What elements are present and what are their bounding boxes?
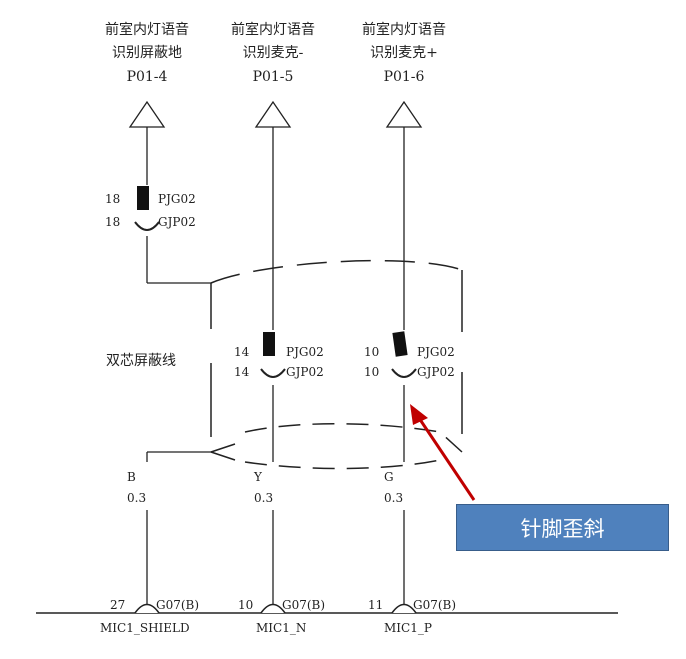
bottom-connector-shield: 27 G07(B) MIC1_SHIELD (100, 598, 199, 635)
connector-10-plug-icon (392, 331, 408, 357)
connector-18-pin-lower: 18 (105, 215, 120, 229)
bottom-connector-mic-plus-pin: 11 (368, 598, 383, 612)
shield-cable-label: 双芯屏蔽线 (106, 353, 176, 369)
wire-shield-gauge: 0.3 (127, 491, 146, 505)
callout-arrow-head-icon (410, 404, 428, 425)
wire-mic-minus-color: Y (253, 470, 263, 484)
connector-10-pin-upper: 10 (364, 345, 379, 359)
connector-14-pin-upper: 14 (234, 345, 250, 359)
signal-label-mic-minus-line1: 前室内灯语音 (231, 21, 315, 38)
bottom-connector-shield-pin: 27 (110, 598, 125, 612)
bottom-connector-mic-plus: 11 G07(B) MIC1_P (368, 598, 456, 635)
connector-14-socket-icon (260, 368, 286, 378)
callout-arrow (410, 404, 476, 501)
bottom-connector-shield-socket-icon (134, 603, 160, 614)
connector-18: 18 18 PJG02 GJP02 (105, 186, 196, 231)
connector-10: 10 10 PJG02 GJP02 (364, 331, 455, 379)
signal-label-mic-plus: 前室内灯语音 识别麦克+ P01-6 (362, 21, 446, 85)
signal-label-shield-code: P01-4 (127, 69, 168, 85)
bottom-connector-mic-plus-socket-icon (391, 603, 417, 614)
connector-18-upper-code: PJG02 (158, 192, 196, 206)
connector-18-pin-upper: 18 (105, 192, 120, 206)
bottom-connector-mic-minus-code: G07(B) (282, 598, 325, 612)
bottom-connector-shield-name: MIC1_SHIELD (100, 621, 190, 635)
connector-14: 14 14 PJG02 GJP02 (234, 332, 324, 379)
wire-shield-color: B (127, 470, 136, 484)
wire-mic-plus-gauge: 0.3 (384, 491, 403, 505)
signal-label-mic-minus: 前室内灯语音 识别麦克- P01-5 (231, 21, 315, 85)
signal-label-mic-plus-line1: 前室内灯语音 (362, 21, 446, 38)
signal-label-shield: 前室内灯语音 识别屏蔽地 P01-4 (105, 21, 189, 85)
bottom-connector-mic-minus-name: MIC1_N (256, 621, 306, 635)
arrow-head-mic-minus (254, 100, 292, 128)
wire-shield (146, 127, 211, 605)
bottom-connector-mic-minus: 10 G07(B) MIC1_N (238, 598, 325, 635)
arrow-head-shield (128, 100, 166, 128)
arrow-head-mic-plus (385, 100, 423, 128)
callout-box: 针脚歪斜 (456, 504, 669, 551)
signal-label-shield-line1: 前室内灯语音 (105, 21, 189, 38)
signal-label-mic-plus-line2: 识别麦克+ (370, 45, 438, 61)
signal-label-mic-minus-code: P01-5 (253, 69, 294, 85)
wire-mic-plus-color: G (384, 470, 394, 484)
signal-label-shield-line2: 识别屏蔽地 (112, 45, 182, 61)
signal-label-mic-plus-code: P01-6 (384, 69, 425, 85)
connector-18-lower-code: GJP02 (158, 215, 196, 229)
connector-14-plug-icon (263, 332, 275, 356)
bottom-connector-mic-plus-code: G07(B) (413, 598, 456, 612)
connector-14-upper-code: PJG02 (286, 345, 324, 359)
connector-14-lower-code: GJP02 (286, 365, 324, 379)
connector-10-upper-code: PJG02 (417, 345, 455, 359)
bottom-connector-shield-code: G07(B) (156, 598, 199, 612)
connector-10-pin-lower: 10 (364, 365, 379, 379)
connector-10-socket-icon (391, 368, 417, 378)
connector-18-plug-icon (137, 186, 149, 210)
bottom-connector-mic-minus-socket-icon (260, 603, 286, 614)
bottom-connector-mic-plus-name: MIC1_P (384, 621, 432, 635)
connector-10-lower-code: GJP02 (417, 365, 455, 379)
wire-mic-minus-gauge: 0.3 (254, 491, 273, 505)
signal-label-mic-minus-line2: 识别麦克- (243, 45, 304, 61)
connector-18-socket-icon (134, 221, 160, 231)
callout-text: 针脚歪斜 (520, 516, 605, 541)
bottom-connector-mic-minus-pin: 10 (238, 598, 253, 612)
connector-14-pin-lower: 14 (234, 365, 250, 379)
